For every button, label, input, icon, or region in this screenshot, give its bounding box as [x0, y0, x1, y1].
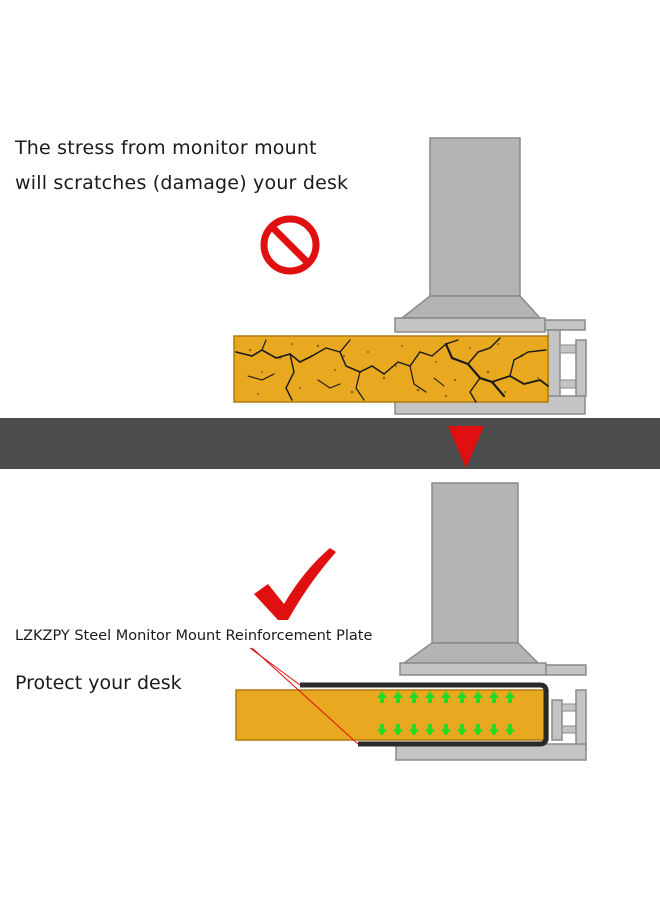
product-label: LZKZPY Steel Monitor Mount Reinforcement… [15, 628, 373, 644]
support-arrows-up [377, 691, 515, 703]
cracked-desk [233, 335, 549, 403]
divider-band [0, 418, 660, 469]
stress-text-line-1: The stress from monitor mount [15, 137, 317, 159]
reinforcement-plate [300, 682, 549, 747]
label-pointer-lines [249, 647, 359, 745]
top-mount-illustration [394, 137, 587, 415]
down-arrow-icon [448, 426, 484, 468]
protected-desk [235, 689, 549, 741]
protect-desk-text: Protect your desk [15, 672, 182, 694]
stress-text-line-2: will scratches (damage) your desk [15, 172, 349, 194]
prohibited-icon [260, 215, 320, 275]
check-mark-icon [254, 548, 336, 620]
support-arrows-down [377, 724, 515, 736]
